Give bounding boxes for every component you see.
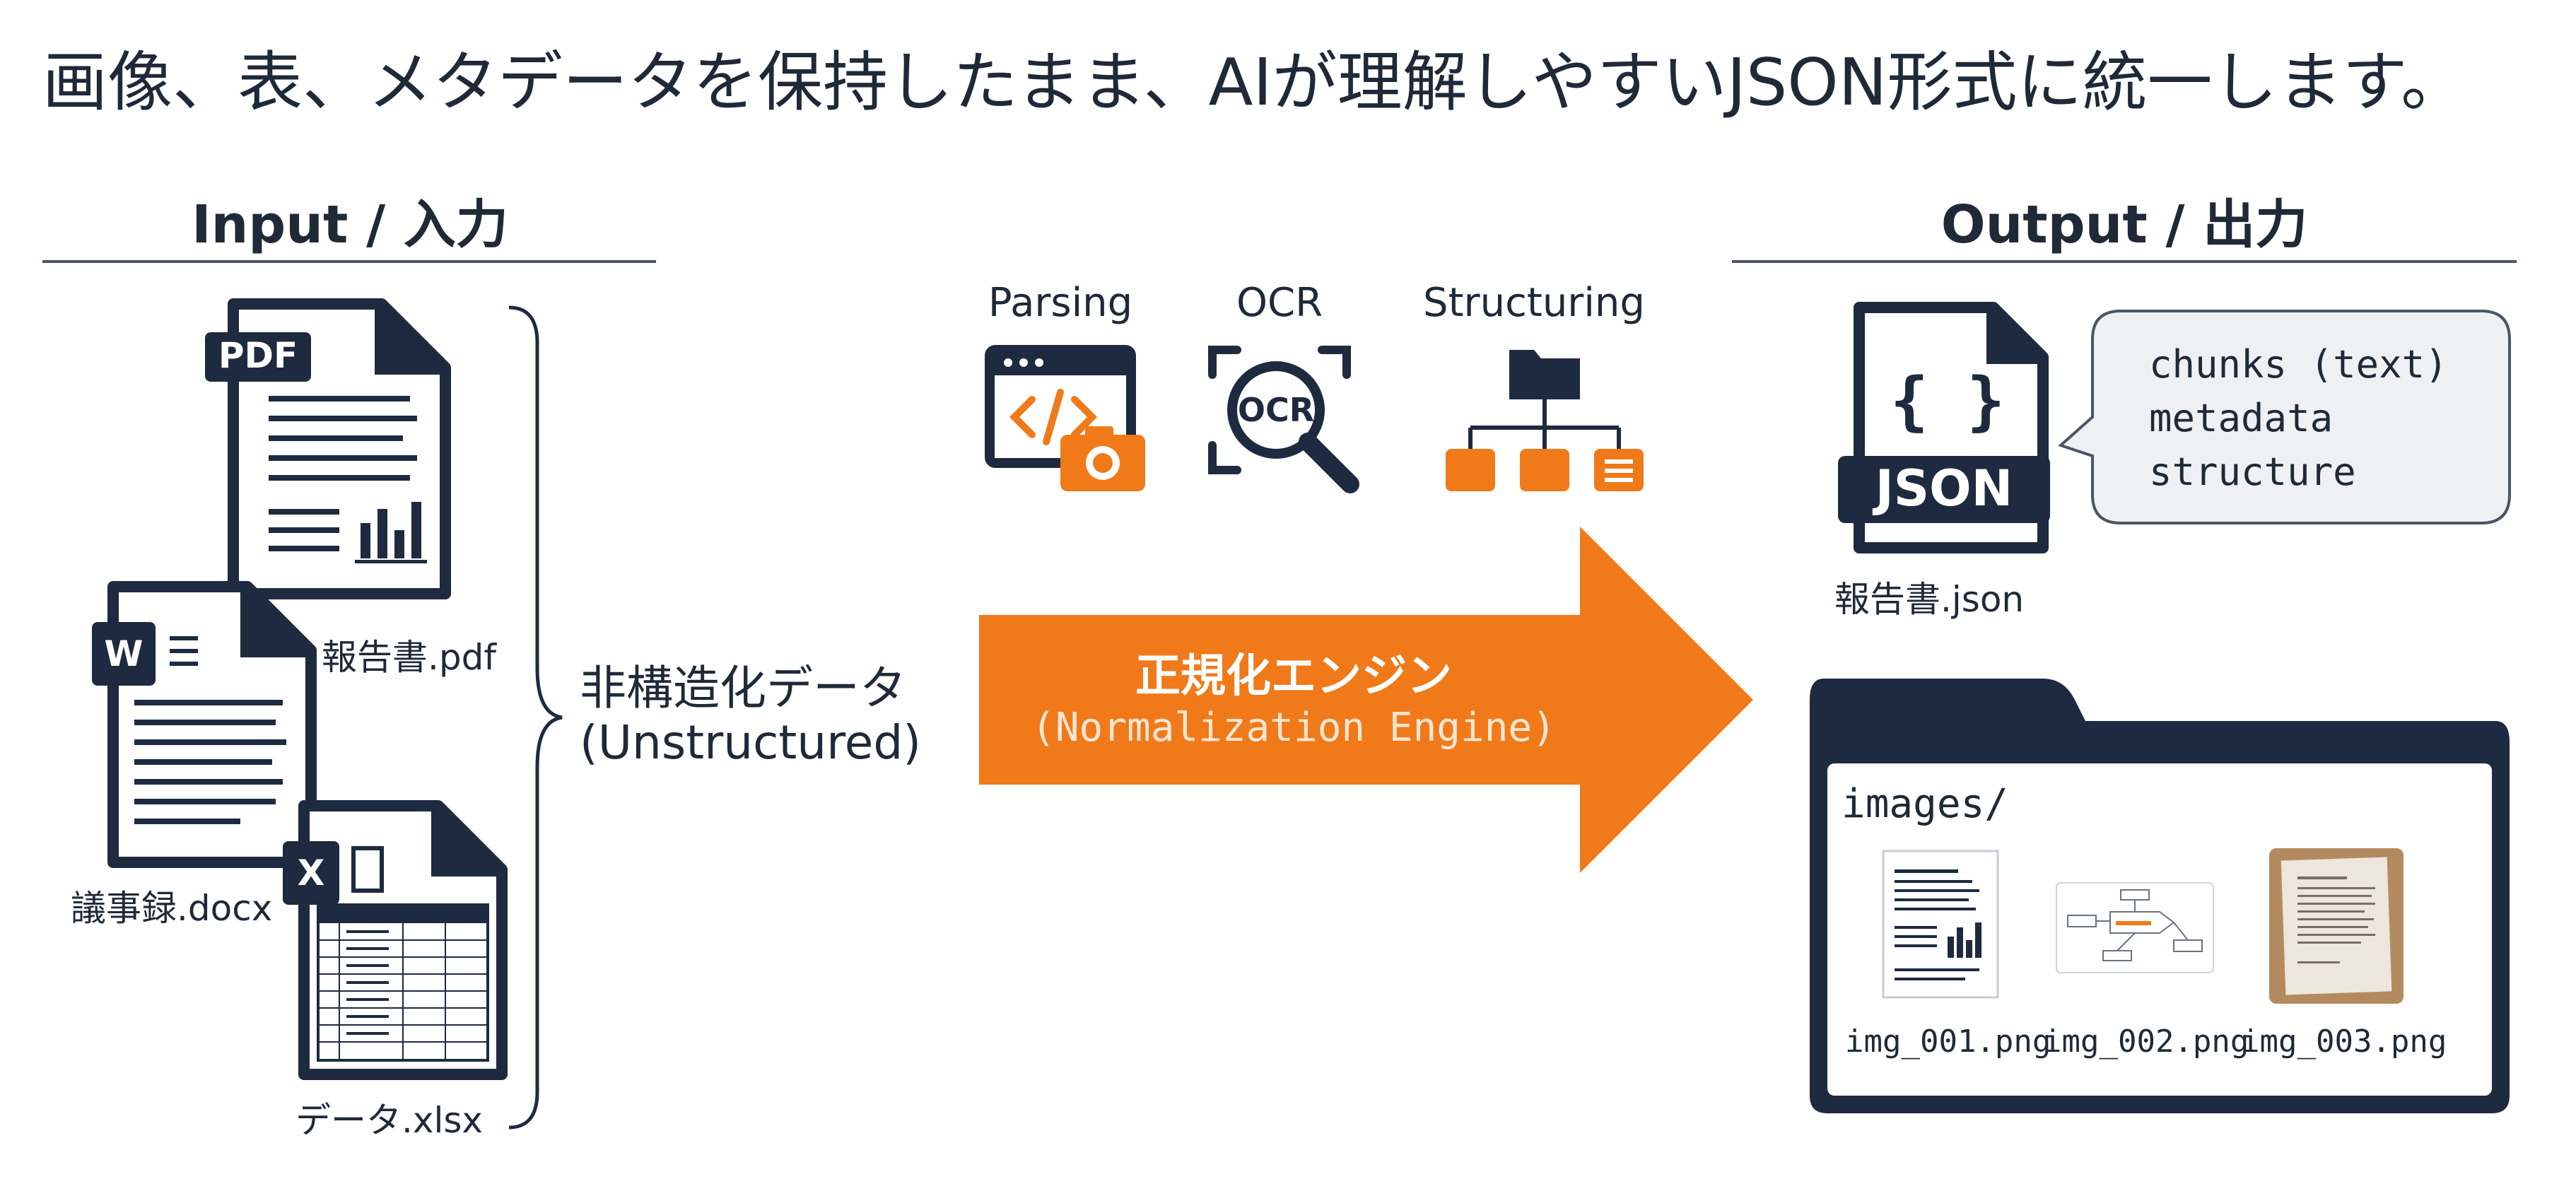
page-headline: 画像、表、メタデータを保持したまま、AIが理解しやすいJSON形式に統一します。 bbox=[42, 45, 2466, 120]
bubble-line-chunks: chunks (text) bbox=[2149, 342, 2448, 387]
pdf-badge: PDF bbox=[218, 335, 298, 376]
input-section-title: Input / 入力 bbox=[192, 194, 508, 255]
normalization-engine-title: 正規化エンジン bbox=[1135, 650, 1452, 703]
ocr-badge: OCR bbox=[1237, 391, 1315, 429]
excel-file-icon bbox=[283, 800, 508, 1080]
input-divider bbox=[42, 260, 656, 263]
normalization-arrow bbox=[979, 527, 1753, 873]
image-name-002: img_002.png bbox=[2043, 1024, 2249, 1060]
excel-file-name: データ.xlsx bbox=[295, 1100, 484, 1141]
image-thumbnail-002 bbox=[2056, 882, 2214, 973]
output-section-title: Output / 出力 bbox=[1940, 194, 2308, 255]
json-file-icon bbox=[1838, 302, 2050, 553]
output-divider bbox=[1732, 260, 2517, 263]
ocr-magnifier-icon bbox=[1208, 346, 1359, 493]
json-badge: JSON bbox=[1875, 459, 2013, 517]
excel-badge: X bbox=[297, 852, 325, 893]
json-braces: { } bbox=[1890, 364, 2006, 438]
word-file-icon bbox=[92, 581, 317, 868]
step-label-structuring: Structuring bbox=[1423, 280, 1645, 326]
image-name-001: img_001.png bbox=[1845, 1024, 2051, 1060]
image-name-003: img_003.png bbox=[2241, 1024, 2447, 1060]
folder-tree-icon bbox=[1446, 350, 1644, 491]
json-file-name: 報告書.json bbox=[1834, 579, 2025, 620]
bubble-line-metadata: metadata bbox=[2149, 396, 2334, 440]
parsing-camera-icon bbox=[985, 345, 1145, 491]
unstructured-label-en: (Unstructured) bbox=[580, 715, 922, 770]
bubble-text: chunks (text) metadata structure bbox=[2149, 338, 2448, 499]
bubble-line-structure: structure bbox=[2149, 450, 2356, 494]
word-file-name: 議事録.docx bbox=[71, 888, 273, 929]
step-label-parsing: Parsing bbox=[988, 280, 1133, 326]
image-thumbnail-001 bbox=[1882, 850, 1999, 999]
image-thumbnail-003 bbox=[2269, 848, 2404, 1004]
input-group-brace bbox=[508, 305, 563, 1130]
pdf-file-icon bbox=[205, 298, 451, 599]
images-folder-name: images/ bbox=[1842, 781, 2009, 827]
word-badge: W bbox=[104, 633, 144, 674]
unstructured-label-jp: 非構造化データ bbox=[580, 661, 906, 715]
normalization-engine-subtitle: (Normalization Engine) bbox=[1031, 705, 1556, 751]
json-contents-bubble bbox=[2058, 310, 2511, 524]
step-label-ocr: OCR bbox=[1236, 280, 1323, 326]
pdf-file-name: 報告書.pdf bbox=[322, 637, 496, 678]
